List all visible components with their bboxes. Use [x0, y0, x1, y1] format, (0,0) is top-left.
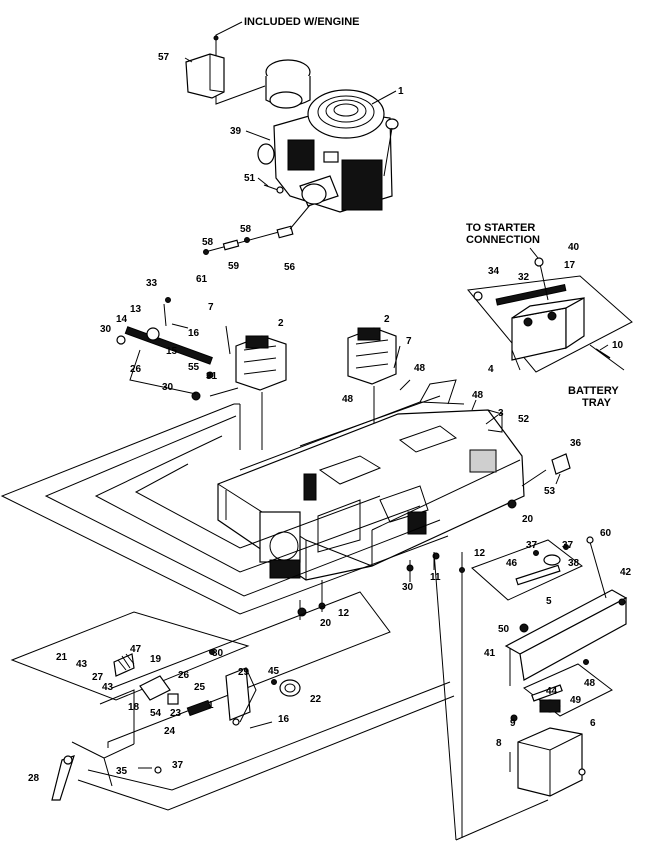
callout-23: 23 — [170, 708, 182, 719]
fuel-fittings — [203, 204, 311, 255]
callout-41: 41 — [484, 648, 496, 659]
callout-16: 16 — [188, 328, 200, 339]
callout-20: 20 — [522, 514, 534, 525]
callout-7: 7 — [208, 302, 214, 313]
callout-45: 45 — [268, 666, 280, 677]
callout-46: 46 — [506, 558, 518, 569]
included-with-engine-header: INCLUDED W/ENGINE — [244, 16, 360, 28]
callout-5: 5 — [546, 596, 552, 607]
battery-tray-header-line2: TRAY — [582, 397, 612, 409]
callout-38: 38 — [568, 558, 580, 569]
to-starter-header-line2: CONNECTION — [466, 234, 540, 246]
right-side-parts — [433, 536, 628, 841]
callout-56: 56 — [284, 262, 296, 273]
callout-37: 37 — [526, 540, 538, 551]
callout-44: 44 — [546, 686, 558, 697]
callout-3: 3 — [498, 408, 504, 419]
callout-43: 43 — [76, 659, 88, 670]
callout-43: 43 — [102, 682, 114, 693]
callout-11: 11 — [430, 572, 441, 583]
callout-26: 26 — [178, 670, 190, 681]
callout-37: 37 — [172, 760, 184, 771]
callout-28: 28 — [28, 773, 40, 784]
callout-49: 49 — [570, 695, 582, 706]
callout-59: 59 — [228, 261, 240, 272]
callout-17: 17 — [564, 260, 576, 271]
callout-2: 2 — [278, 318, 284, 329]
callout-25: 25 — [194, 682, 206, 693]
callout-29: 29 — [238, 667, 250, 678]
main-frame — [217, 379, 525, 620]
lower-linkage — [10, 591, 455, 811]
callout-26: 26 — [130, 364, 142, 375]
callout-1: 1 — [208, 700, 214, 711]
callout-57: 57 — [158, 52, 170, 63]
hydro-pumps — [225, 325, 401, 450]
callout-37: 37 — [562, 540, 574, 551]
callout-15: 15 — [166, 346, 178, 357]
callout-12: 12 — [474, 548, 486, 559]
callout-1: 1 — [398, 86, 404, 97]
callout-20: 20 — [320, 618, 332, 629]
callout-30: 30 — [402, 582, 414, 593]
callout-52: 52 — [518, 414, 530, 425]
callout-16: 16 — [278, 714, 290, 725]
callout-4: 4 — [488, 364, 494, 375]
to-starter-header-line1: TO STARTER — [466, 222, 535, 234]
callout-9: 9 — [510, 718, 516, 729]
left-control-linkage — [116, 297, 214, 401]
callout-33: 33 — [146, 278, 158, 289]
callout-30: 30 — [212, 648, 224, 659]
callout-42: 42 — [620, 567, 632, 578]
callout-48: 48 — [414, 363, 426, 374]
callout-10: 10 — [612, 340, 624, 351]
callout-31: 31 — [206, 371, 218, 382]
callout-39: 39 — [230, 126, 242, 137]
callout-60: 60 — [600, 528, 612, 539]
callout-27: 27 — [92, 672, 104, 683]
callout-2: 2 — [384, 314, 390, 325]
callout-48: 48 — [342, 394, 354, 405]
callout-19: 19 — [150, 654, 162, 665]
callout-21: 21 — [56, 652, 68, 663]
callout-14: 14 — [116, 314, 128, 325]
callout-18: 18 — [128, 702, 140, 713]
callout-51: 51 — [244, 173, 256, 184]
callout-32: 32 — [518, 272, 530, 283]
callout-58: 58 — [202, 237, 214, 248]
callout-7: 7 — [406, 336, 412, 347]
callout-30: 30 — [162, 382, 174, 393]
battery-tray-header-line1: BATTERY — [568, 385, 619, 397]
callout-24: 24 — [164, 726, 176, 737]
callout-6: 6 — [590, 718, 596, 729]
callout-47: 47 — [130, 644, 142, 655]
callout-30: 30 — [100, 324, 112, 335]
callout-22: 22 — [310, 694, 322, 705]
floor-pan-lines — [0, 387, 449, 615]
callout-53: 53 — [544, 486, 556, 497]
engine-assembly — [185, 21, 399, 213]
callout-40: 40 — [568, 242, 580, 253]
battery-assembly — [467, 257, 633, 373]
callout-13: 13 — [130, 304, 142, 315]
callout-55: 55 — [188, 362, 200, 373]
callout-8: 8 — [496, 738, 502, 749]
callout-48: 48 — [472, 390, 484, 401]
callout-36: 36 — [570, 438, 582, 449]
bracket-36 — [521, 453, 571, 487]
callout-34: 34 — [488, 266, 500, 277]
callout-58: 58 — [240, 224, 252, 235]
callout-54: 54 — [150, 708, 162, 719]
callout-48: 48 — [584, 678, 596, 689]
callout-12: 12 — [338, 608, 350, 619]
callout-61: 61 — [196, 274, 208, 285]
callout-numbers: 1 57 39 51 58 58 61 59 56 40 34 32 17 10… — [28, 52, 632, 784]
callout-50: 50 — [498, 624, 510, 635]
callout-leaders — [184, 57, 609, 425]
callout-35: 35 — [116, 766, 128, 777]
